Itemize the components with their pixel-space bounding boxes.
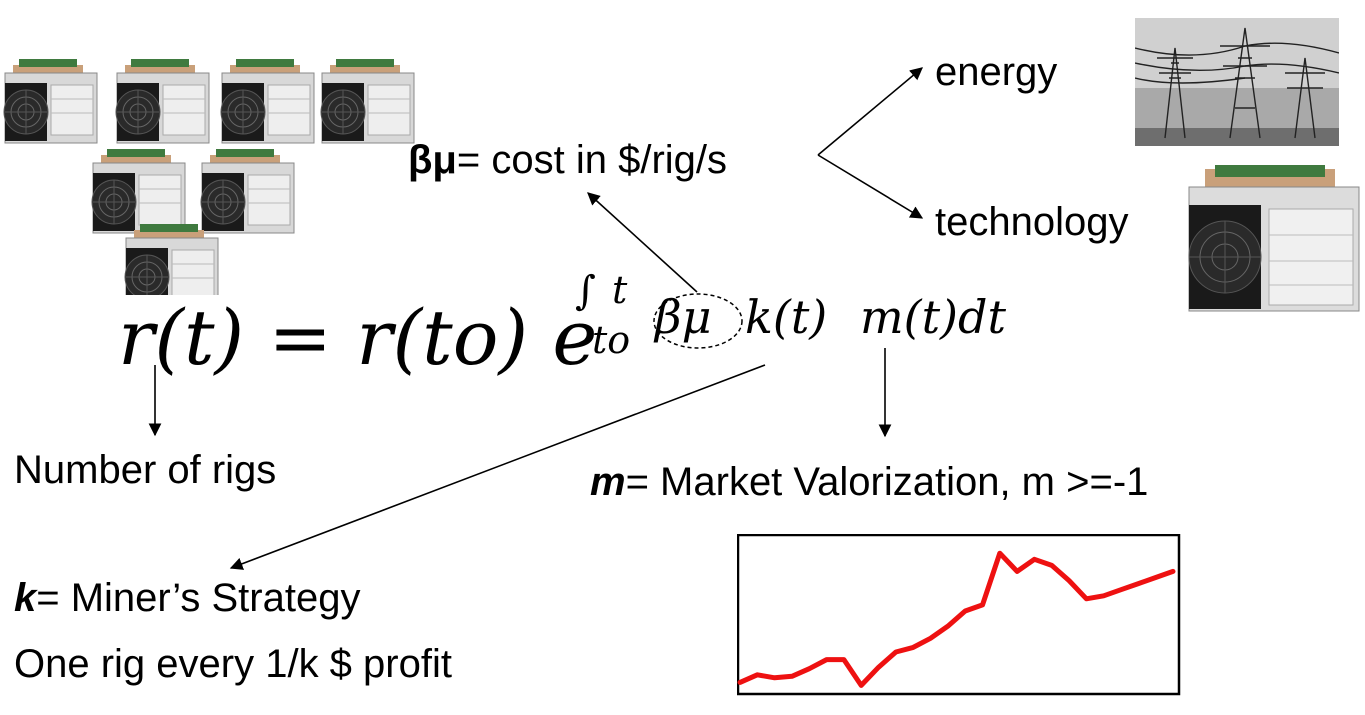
k-label: k= Miner’s Strategy [14, 578, 360, 618]
technology-label: technology [935, 200, 1129, 244]
arrow-to-k [229, 364, 766, 570]
formula-e: e [552, 293, 598, 382]
formula: r(t) = r(to) e [118, 300, 597, 376]
integral-lower: to [592, 318, 631, 362]
integral-sign: ∫ [575, 268, 596, 314]
formula-equals: = [268, 293, 333, 382]
integral-upper: t [612, 268, 628, 312]
power-pylon-photo [1135, 18, 1339, 146]
formula-beta-mu: βμ [655, 290, 712, 344]
arrow-to-energy [817, 67, 923, 156]
beta-mu-ellipse [653, 293, 743, 349]
arrow-to-technology [817, 154, 924, 219]
formula-k: k(t) [745, 290, 828, 344]
arrow-to-cost [587, 192, 698, 293]
m-label: m= Market Valorization, m >=-1 [590, 462, 1148, 502]
m-text: = Market Valorization, m >=-1 [625, 460, 1149, 504]
mining-rig-icon [1188, 165, 1360, 312]
market-series-line [737, 550, 1176, 688]
cost-label: βμ= cost in $/rig/s [408, 140, 727, 180]
formula-r0: r(to) [356, 293, 529, 382]
cost-text: = cost in $/rig/s [456, 138, 728, 182]
m-symbol: m [590, 460, 626, 504]
beta-mu-symbol: βμ [408, 138, 457, 182]
formula-lhs: r(t) [118, 293, 245, 382]
k-line2: One rig every 1/k $ profit [14, 642, 452, 686]
energy-label: energy [935, 50, 1058, 94]
market-chart [737, 534, 1181, 696]
formula-m: m(t)dt [860, 290, 1006, 344]
rigs-label: Number of rigs [14, 448, 277, 492]
k-text: = Miner’s Strategy [36, 576, 361, 620]
k-symbol: k [14, 576, 37, 620]
